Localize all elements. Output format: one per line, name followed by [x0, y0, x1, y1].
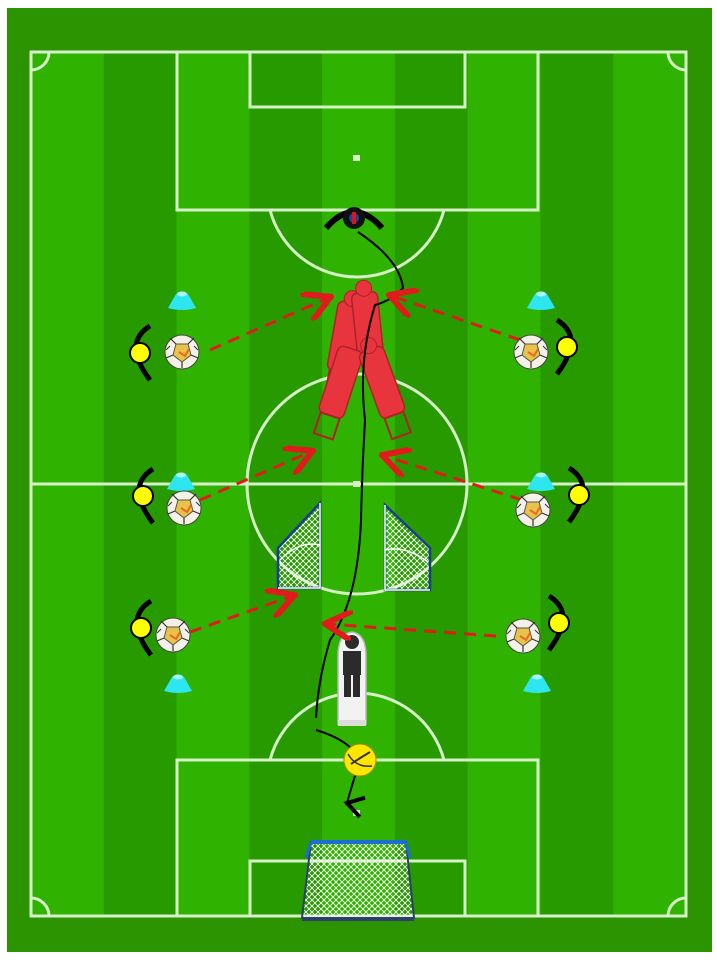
- ball-icon: [156, 618, 190, 652]
- goal-icon: [302, 842, 414, 921]
- standing-dummy-icon: [338, 632, 366, 726]
- ball-icon: [165, 335, 199, 369]
- ball-icon: [514, 335, 548, 369]
- ball-icon: [167, 491, 201, 525]
- ball-icon: [506, 619, 540, 653]
- ball-icon: [344, 744, 376, 776]
- ball-icon: [516, 493, 550, 527]
